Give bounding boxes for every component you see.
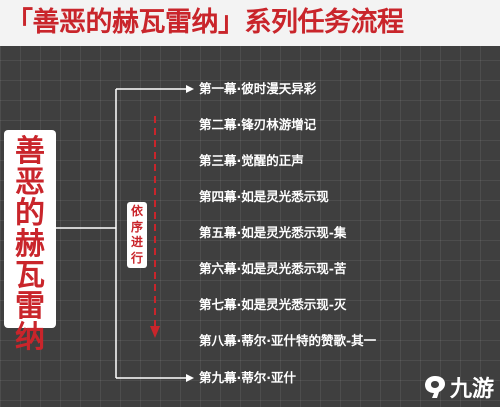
- step-5-label: 第五幕·如是灵光悉示现-集: [199, 225, 347, 240]
- arrowhead-first-step: [186, 85, 194, 93]
- watermark: 九游: [423, 373, 494, 402]
- sequence-arrowhead: [150, 326, 160, 338]
- sequence-label: 依序进行: [130, 204, 143, 265]
- root-node-label: 善恶的赫瓦雷纳: [15, 134, 45, 355]
- title-banner: 「善恶的赫瓦雷纳」系列任务流程: [0, 0, 500, 46]
- step-4-label: 第四幕·如是灵光悉示现: [199, 189, 329, 204]
- step-1-label: 第一幕·彼时漫天异彩: [199, 81, 317, 96]
- page-title: 「善恶的赫瓦雷纳」系列任务流程: [6, 7, 404, 38]
- sequence-badge: [127, 202, 147, 268]
- step-8-label: 第八幕·蒂尔·亚什特的赞歌-其一: [199, 333, 377, 348]
- nine-game-logo-icon: [424, 376, 445, 398]
- step-7-label: 第七幕·如是灵光悉示现-灭: [199, 297, 347, 312]
- watermark-text: 九游: [449, 377, 494, 402]
- step-3-label: 第三幕·觉醒的正声: [199, 153, 304, 168]
- step-6-label: 第六幕·如是灵光悉示现-苦: [199, 261, 347, 276]
- root-node: [4, 130, 56, 328]
- step-9-label: 第九幕·蒂尔·亚什: [199, 370, 296, 385]
- step-2-label: 第二幕·锋刃林游增记: [199, 117, 317, 132]
- arrowhead-last-step: [186, 374, 194, 382]
